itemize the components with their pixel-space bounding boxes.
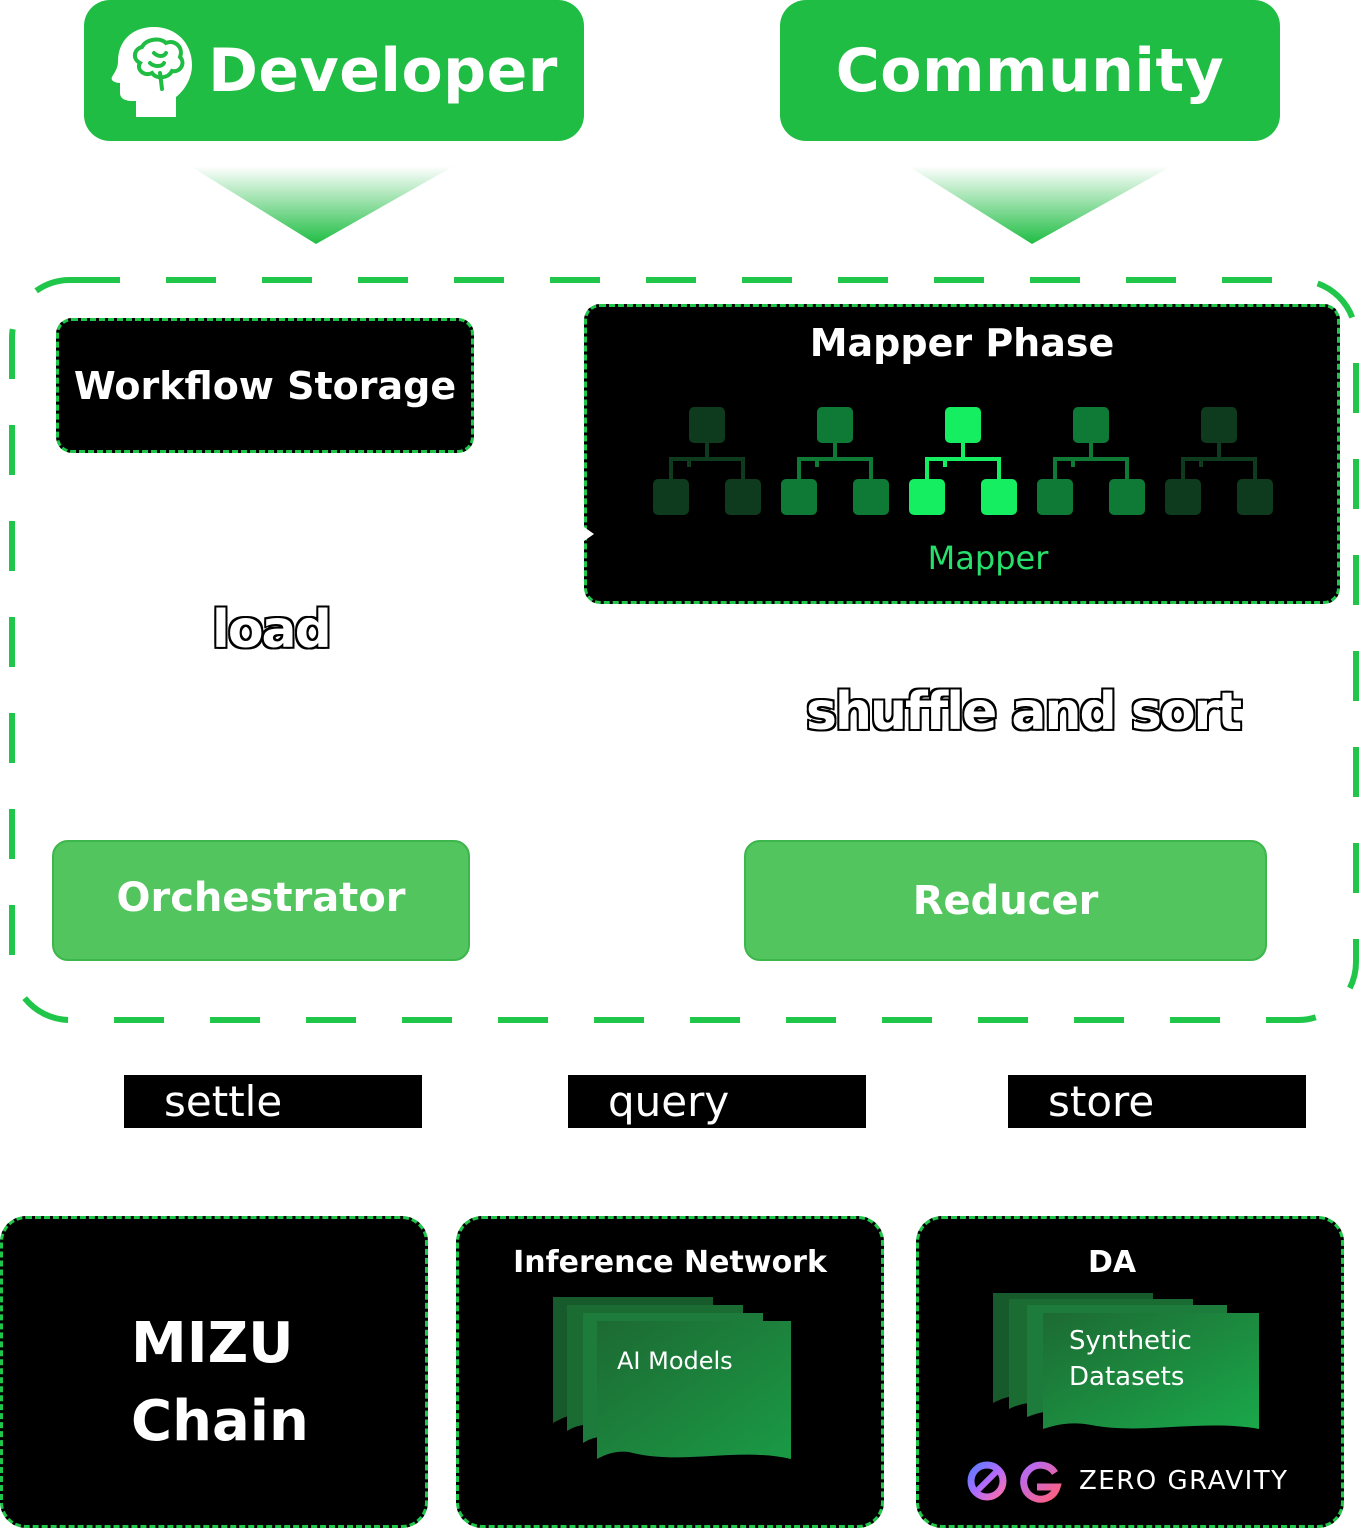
- reducer-box: Reducer: [744, 840, 1267, 961]
- da-title: DA: [1087, 1245, 1137, 1280]
- ai-models-label: AI Models: [617, 1347, 733, 1375]
- community-box: Community: [780, 0, 1280, 141]
- synthetic-datasets-stack: Synthetic Datasets: [993, 1293, 1263, 1443]
- mapper-phase-box: Mapper Phase Mapper: [584, 304, 1340, 604]
- reducer-label: Reducer: [912, 877, 1099, 924]
- mapper-tree: [909, 407, 1017, 515]
- tree-root-node: [945, 407, 981, 443]
- query-label: query: [608, 1077, 730, 1126]
- mapper-tree: [1037, 407, 1145, 515]
- tree-root-node: [1073, 407, 1109, 443]
- tree-connector: [1053, 443, 1129, 479]
- workflow-storage-box: Workflow Storage: [56, 318, 474, 453]
- tree-connector: [925, 443, 1001, 479]
- store-label: store: [1048, 1077, 1155, 1126]
- ai-models-sheets: [553, 1297, 791, 1459]
- mapper-pointer: [584, 527, 594, 541]
- tree-leaf-node: [781, 479, 817, 515]
- tree-leaf-node: [1237, 479, 1273, 515]
- developer-label: Developer: [208, 35, 558, 106]
- tree-leaf-node: [1165, 479, 1201, 515]
- tree-root-node: [817, 407, 853, 443]
- synthetic-datasets-sheets: [993, 1293, 1259, 1429]
- inference-network-box: Inference Network AI Models: [456, 1216, 884, 1528]
- developer-box: Developer: [84, 0, 584, 141]
- mizu-chain-title: MIZU Chain: [131, 1305, 309, 1461]
- pipeline-frame: [9, 277, 1359, 1023]
- tree-leaf-node: [1037, 479, 1073, 515]
- mapper-phase-title: Mapper Phase: [809, 321, 1115, 365]
- mapper-caption: Mapper: [927, 539, 1049, 577]
- da-box: DA Synthetic Datasets: [916, 1216, 1344, 1528]
- synthetic-datasets-label: Synthetic Datasets: [1069, 1323, 1192, 1395]
- orchestrator-box: Orchestrator: [52, 840, 470, 961]
- query-label-box: query: [568, 1075, 866, 1128]
- ai-models-stack: AI Models: [553, 1297, 803, 1467]
- inference-network-title: Inference Network: [513, 1245, 827, 1280]
- tree-root-node: [1201, 407, 1237, 443]
- settle-label-box: settle: [124, 1075, 422, 1128]
- tree-leaf-node: [981, 479, 1017, 515]
- tree-leaf-node: [653, 479, 689, 515]
- zero-gravity-label: ZERO GRAVITY: [1079, 1466, 1289, 1496]
- synthetic-datasets-line1: Synthetic: [1069, 1326, 1192, 1356]
- developer-arrow: [190, 166, 454, 244]
- store-label-box: store: [1008, 1075, 1306, 1128]
- tree-leaf-node: [725, 479, 761, 515]
- mizu-chain-line2: Chain: [131, 1389, 309, 1454]
- tree-connector: [797, 443, 873, 479]
- tree-connector: [669, 443, 745, 479]
- community-label: Community: [835, 35, 1225, 106]
- mapper-tree: [781, 407, 889, 515]
- community-arrow: [908, 166, 1172, 244]
- mapper-tree: [1165, 407, 1273, 515]
- mapper-tree: [653, 407, 761, 515]
- settle-label: settle: [164, 1077, 283, 1126]
- tree-leaf-node: [853, 479, 889, 515]
- brain-head-icon: [111, 26, 193, 117]
- tree-leaf-node: [1109, 479, 1145, 515]
- orchestrator-label: Orchestrator: [116, 874, 406, 921]
- load-label: load: [211, 599, 334, 662]
- shuffle-and-sort-label: shuffle and sort: [804, 681, 1243, 744]
- workflow-storage-label: Workflow Storage: [73, 363, 457, 408]
- tree-root-node: [689, 407, 725, 443]
- tree-leaf-node: [909, 479, 945, 515]
- synthetic-datasets-line2: Datasets: [1069, 1362, 1185, 1392]
- zero-gravity-icon: [967, 1461, 1062, 1503]
- zero-gravity-logo: ZERO GRAVITY: [965, 1459, 1289, 1503]
- mizu-chain-box: MIZU Chain: [0, 1216, 428, 1528]
- mapper-trees-graphic: [653, 407, 1273, 515]
- mizu-chain-line1: MIZU: [131, 1311, 294, 1376]
- tree-connector: [1181, 443, 1257, 479]
